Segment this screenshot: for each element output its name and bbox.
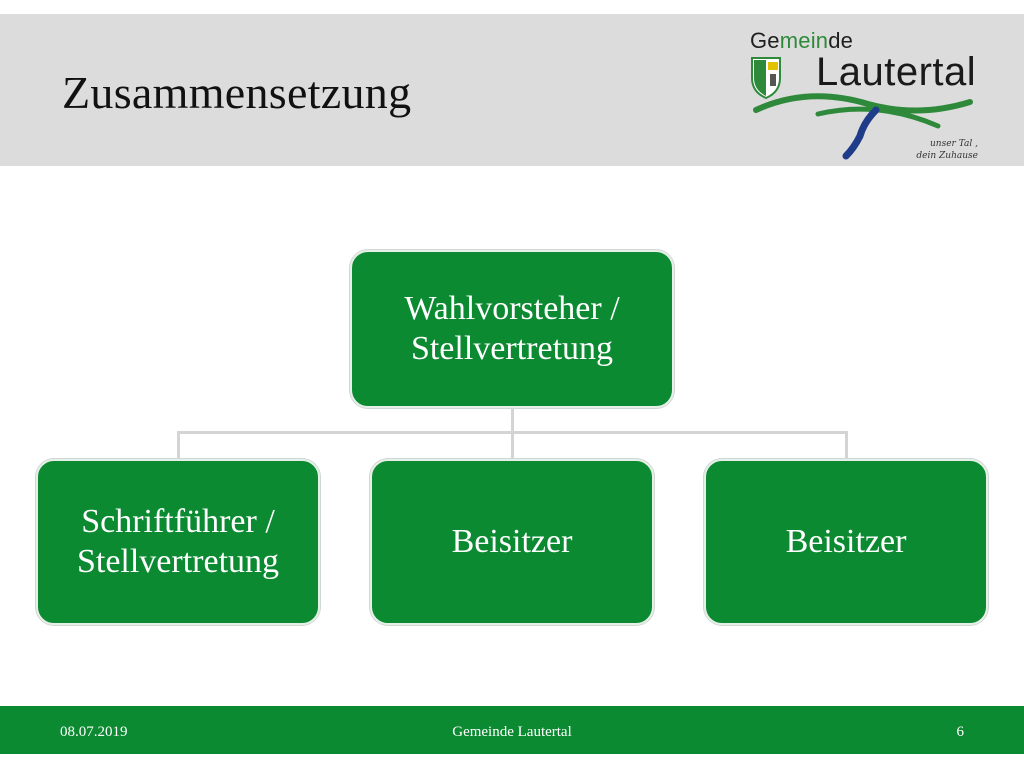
logo-landscape-icon [751,57,973,160]
org-node-label: Wahlvorsteher / Stellvertretung [404,290,620,367]
logo-wordmark-name: Lautertal [816,50,977,94]
gemeinde-lautertal-logo: Gemeinde Lautertal unser Tal , dein Zuha… [748,22,978,162]
org-node-schriftfuehrer: Schriftführer / Stellvertretung [36,459,320,625]
connector-center [511,431,514,459]
logo-tagline: unser Tal , dein Zuhause [916,139,978,161]
title-bar [0,14,1024,166]
footer-organization: Gemeinde Lautertal [452,724,572,740]
footer-page-number: 6 [956,724,965,740]
connector-left [177,431,180,459]
org-node-beisitzer: Beisitzer [370,459,654,625]
connector-trunk [511,408,514,432]
org-node-beisitzer: Beisitzer [704,459,988,625]
org-node-wahlvorsteher: Wahlvorsteher / Stellvertretung [350,250,674,408]
org-node-label: Beisitzer [785,523,907,560]
org-node-label: Beisitzer [451,523,573,560]
logo-wordmark-top: Gemeinde [750,28,854,53]
connector-right [845,431,848,459]
slide-footer: 08.07.2019 Gemeinde Lautertal 6 [0,706,1024,754]
org-node-label: Schriftführer / Stellvertretung [76,503,280,580]
footer-date: 08.07.2019 [60,724,128,740]
slide-title: Zusammensetzung [62,67,412,118]
